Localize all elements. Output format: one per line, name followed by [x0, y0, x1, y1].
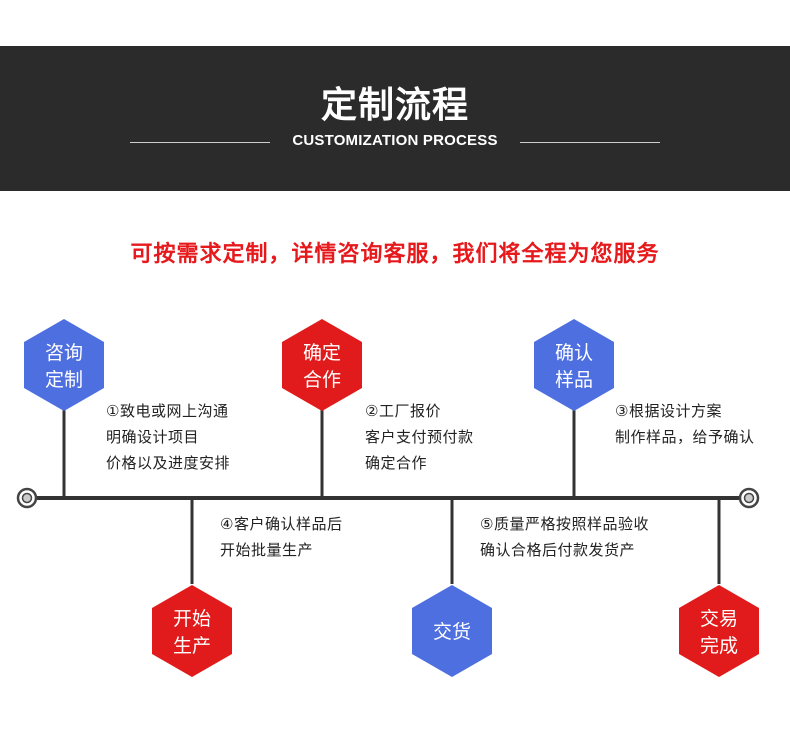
step-node-confirm-cooperation-label-1: 确定 [303, 342, 341, 364]
step-node-consult-label-2: 定制 [45, 369, 83, 391]
page-subtitle: CUSTOMIZATION PROCESS [292, 132, 498, 149]
step-1-line-3: 价格以及进度安排 [106, 454, 231, 472]
step-node-deal-complete-label-2: 完成 [700, 635, 738, 657]
step-node-confirm-sample-label-1: 确认 [555, 342, 593, 364]
step-node-confirm-sample-label-2: 样品 [555, 369, 593, 391]
step-3-description: ③根据设计方案 制作样品，给予确认 [615, 398, 755, 450]
step-node-deal-complete-label-1: 交易 [700, 608, 738, 630]
step-5-line-1: ⑤质量严格按照样品验收 [480, 515, 649, 533]
step-3-line-2: 制作样品，给予确认 [615, 428, 755, 446]
step-node-start-production-label-2: 生产 [173, 635, 211, 657]
step-2-line-2: 客户支付预付款 [365, 428, 474, 446]
step-4-line-1: ④客户确认样品后 [220, 515, 343, 533]
step-2-line-1: ②工厂报价 [365, 402, 441, 420]
step-node-confirm-cooperation [282, 319, 362, 411]
step-1-line-2: 明确设计项目 [106, 428, 200, 446]
service-tagline: 可按需求定制，详情咨询客服，我们将全程为您服务 [130, 242, 660, 267]
step-node-delivery [412, 585, 492, 677]
step-node-start-production-label-1: 开始 [173, 608, 211, 630]
step-5-line-2: 确认合格后付款发货产 [480, 541, 636, 559]
step-2-line-3: 确定合作 [365, 454, 428, 472]
step-5-description: ⑤质量严格按照样品验收 确认合格后付款发货产 [480, 511, 649, 563]
step-node-deal-complete [679, 585, 759, 677]
timeline-end-cap-inner [743, 492, 755, 504]
step-node-start-production [152, 585, 232, 677]
step-node-confirm-cooperation-label-2: 合作 [303, 369, 341, 391]
step-4-description: ④客户确认样品后 开始批量生产 [220, 511, 342, 563]
step-node-delivery-label: 交货 [433, 621, 471, 643]
subtitle-right-rule [520, 142, 660, 143]
timeline-start-cap-inner [21, 492, 33, 504]
step-node-consult [24, 319, 104, 411]
step-4-line-2: 开始批量生产 [220, 541, 314, 559]
step-1-line-1: ①致电或网上沟通 [106, 402, 229, 420]
step-node-consult-label-1: 咨询 [45, 342, 83, 364]
step-2-description: ②工厂报价 客户支付预付款 确定合作 [365, 398, 474, 476]
subtitle-left-rule [130, 142, 270, 143]
page-title: 定制流程 [320, 85, 469, 126]
header-banner [0, 46, 790, 191]
step-1-description: ①致电或网上沟通 明确设计项目 价格以及进度安排 [106, 398, 230, 476]
step-3-line-1: ③根据设计方案 [615, 402, 722, 420]
step-node-confirm-sample [534, 319, 614, 411]
